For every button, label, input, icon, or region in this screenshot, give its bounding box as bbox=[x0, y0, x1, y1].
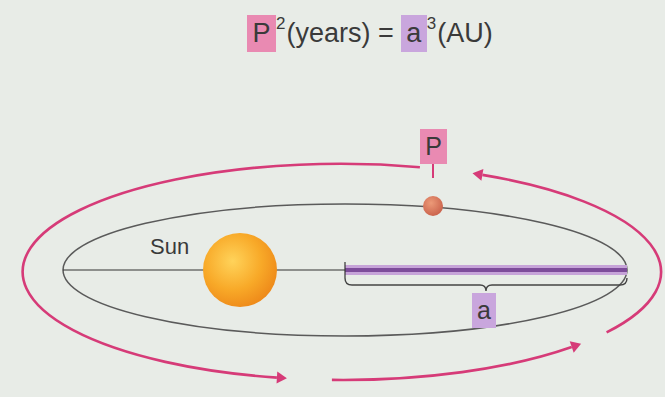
motion-arrows bbox=[23, 164, 661, 380]
bracket bbox=[345, 278, 627, 291]
semi-major-bar-core bbox=[345, 268, 627, 272]
exponent: 3 bbox=[427, 15, 436, 32]
unit-text: (years) = bbox=[286, 20, 393, 47]
symbol-text: P bbox=[252, 20, 270, 47]
period-tick bbox=[432, 163, 434, 178]
kepler-formula: P2(years) = a3(AU) bbox=[247, 12, 493, 54]
motion-arc bbox=[332, 347, 572, 380]
axis-highlight: a bbox=[401, 15, 427, 52]
semi-major-bar bbox=[345, 265, 627, 275]
arrowhead bbox=[473, 169, 484, 181]
planet bbox=[423, 196, 443, 216]
bar-end bbox=[344, 262, 345, 278]
sun-label: Sun bbox=[150, 236, 189, 258]
symbol-text: P bbox=[425, 134, 442, 159]
symbol-text: a bbox=[406, 20, 421, 47]
exponent: 2 bbox=[276, 15, 285, 32]
arrowheads bbox=[277, 169, 582, 384]
unit-text: (AU) bbox=[437, 20, 493, 47]
sun bbox=[203, 233, 277, 307]
symbol-text: a bbox=[477, 298, 491, 323]
arrowhead bbox=[570, 341, 581, 352]
arrowhead bbox=[277, 372, 287, 384]
period-highlight: P bbox=[247, 15, 276, 52]
axis-highlight: a bbox=[472, 293, 496, 328]
orbit-ellipse bbox=[63, 204, 627, 336]
period-highlight: P bbox=[420, 129, 447, 164]
